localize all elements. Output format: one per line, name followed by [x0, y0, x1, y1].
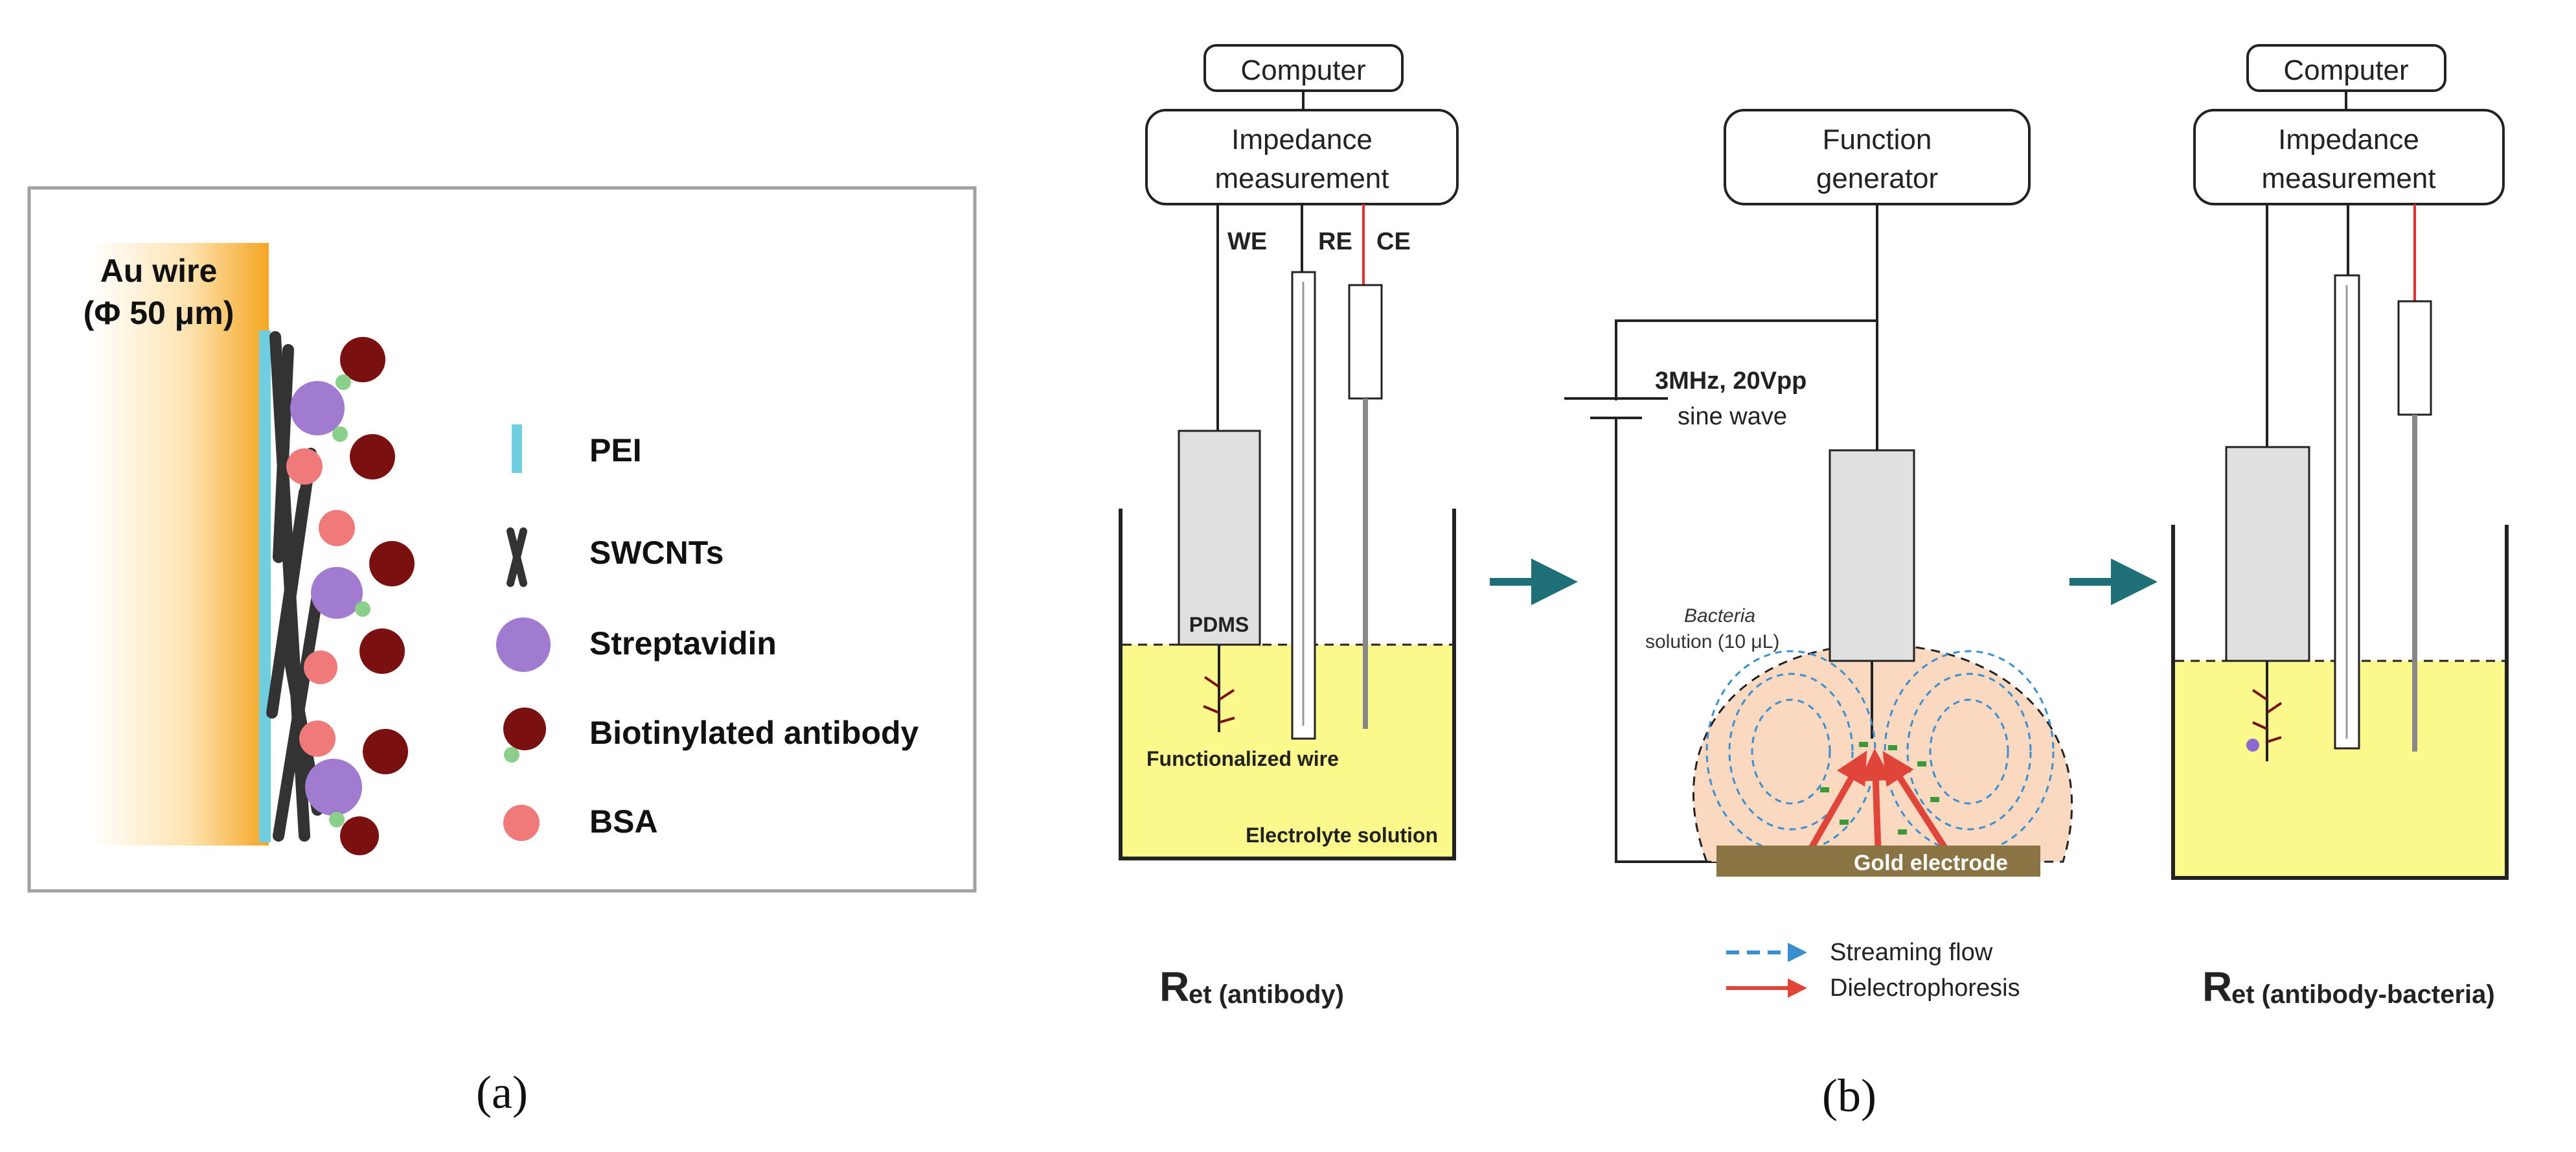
panel-b-legend: Streaming flow Dielectrophoresis: [1726, 939, 2020, 1002]
ret-bacteria-sub: et (antibody-bacteria): [2231, 980, 2495, 1009]
panel-a-legend: PEI SWCNTs Streptavidin Biotinylated ant…: [496, 424, 919, 841]
antibody-group: [329, 337, 415, 855]
legend-label-streptavidin: Streptavidin: [589, 625, 777, 662]
beaker-3: [2171, 525, 2509, 880]
bacteria-droplet: [1693, 643, 2073, 863]
ce-label: CE: [1376, 228, 1411, 255]
pdms-holder: [1178, 430, 1261, 646]
impedance-label-line2: measurement: [1214, 163, 1389, 194]
bsa-icon: [299, 720, 336, 757]
panel-b-step2: Function generator 3MHz, 20Vpp sine wave: [1564, 109, 2073, 1122]
bacteria-label-line2: solution (10 μL): [1645, 631, 1779, 652]
dep-arrows: [1804, 748, 1953, 859]
impedance-label-line1: Impedance: [1231, 124, 1373, 156]
wire-holder-3: [2225, 446, 2310, 662]
wire-antibodies-3: [2251, 689, 2283, 743]
streptavidin-icon: [311, 567, 363, 619]
streptavidin-icon: [496, 617, 551, 672]
bsa-icon: [319, 510, 355, 546]
bacteria-dots: [1820, 742, 1939, 835]
bsa-icon: [304, 651, 337, 684]
generator-label-line1: Function: [1823, 124, 1932, 156]
we-label: WE: [1227, 228, 1267, 255]
legend-streaming-label: Streaming flow: [1830, 939, 1993, 966]
computer-label: Computer: [1240, 54, 1365, 86]
antibody-icon: [340, 337, 385, 382]
bacteria-label-line1: Bacteria: [1684, 605, 1755, 627]
ret-antibody-main: R: [1159, 963, 1189, 1010]
ret-bacteria-main: R: [2202, 963, 2232, 1010]
legend-label-antibody: Biotinylated antibody: [589, 715, 919, 751]
impedance-label-3-line1: Impedance: [2278, 124, 2419, 156]
ret-antibody-sub: et (antibody): [1189, 980, 1344, 1009]
swcnt-cross-icon: [507, 527, 527, 587]
bsa-icon: [503, 805, 540, 841]
streptavidin-icon: [290, 381, 345, 435]
bsa-group: [286, 448, 355, 757]
gold-electrode-label: Gold electrode: [1854, 851, 2008, 875]
pdms-label: PDMS: [1189, 613, 1249, 636]
antibody-icon: [503, 708, 546, 750]
legend-dep-label: Dielectrophoresis: [1830, 974, 2020, 1002]
wire-antibodies: [1203, 676, 1235, 724]
legend-label-swcnts: SWCNTs: [589, 535, 724, 571]
signal-label-line2: sine wave: [1678, 403, 1787, 430]
electrolyte-label: Electrolyte solution: [1246, 824, 1438, 847]
re-label: RE: [1318, 228, 1352, 255]
antibody-icon: [369, 541, 415, 586]
antibody-icon: [359, 628, 405, 674]
circuit-wire: [1615, 319, 1877, 863]
caption-b: (b): [1822, 1070, 1876, 1122]
streptavidin-group: [290, 381, 363, 816]
swcnt-layer: [266, 331, 323, 842]
legend-label-bsa: BSA: [589, 803, 658, 840]
antibody-icon: [363, 729, 408, 774]
captured-bacteria-icon: [2246, 739, 2259, 752]
impedance-label-3-line2: measurement: [2261, 163, 2435, 194]
wire-holder-2: [1829, 449, 1915, 662]
au-wire-diameter: (Φ 50 μm): [84, 295, 234, 331]
counter-electrode: [1348, 284, 1383, 400]
signal-label-line1: 3MHz, 20Vpp: [1655, 367, 1807, 395]
au-wire: [91, 243, 269, 846]
streptavidin-icon: [305, 759, 362, 816]
computer-label-3: Computer: [2283, 54, 2408, 86]
antibody-icon: [340, 816, 379, 855]
panel-b-step1: Computer Impedance measurement WE RE CE …: [1119, 44, 1459, 1010]
counter-electrode-3: [2397, 300, 2432, 416]
panel-b-step3: Computer Impedance measurement R et (ant…: [2171, 44, 2509, 1010]
caption-a: (a): [476, 1066, 528, 1118]
electrolyte-fill: [1123, 645, 1452, 857]
antibody-icon: [350, 434, 395, 479]
bsa-icon: [286, 448, 323, 485]
au-wire-label: Au wire: [100, 253, 218, 289]
generator-label-line2: generator: [1816, 163, 1938, 194]
pei-bar-icon: [512, 424, 522, 473]
gold-electrode: [1716, 846, 2040, 877]
functionalized-wire-label: Functionalized wire: [1146, 747, 1339, 770]
beaker-1: [1119, 509, 1456, 860]
pei-layer: [259, 330, 271, 842]
panel-a: Au wire (Φ 50 μm): [27, 186, 977, 1118]
legend-label-pei: PEI: [589, 432, 642, 468]
